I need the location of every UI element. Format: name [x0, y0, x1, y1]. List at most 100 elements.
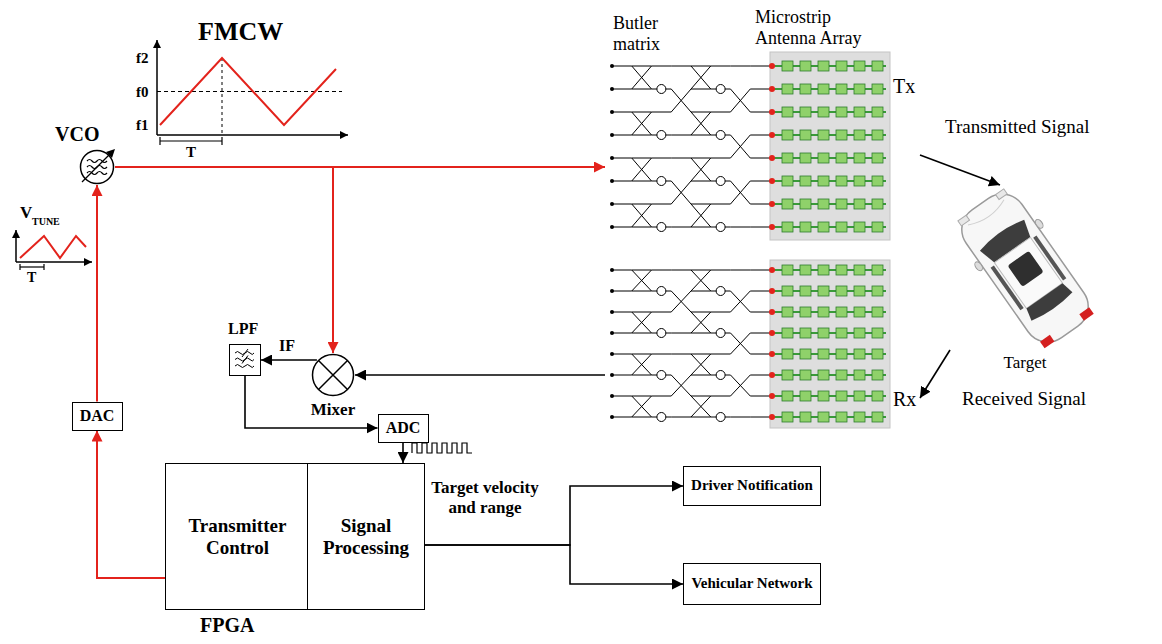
matrix-line	[671, 227, 691, 228]
patch-element	[818, 412, 829, 422]
matrix-line	[632, 89, 652, 90]
patch-element	[836, 61, 847, 71]
hybrid-coupler	[632, 204, 652, 227]
matrix-line	[632, 66, 652, 67]
matrix-line	[691, 158, 711, 159]
matrix-line	[671, 181, 691, 204]
edge-label: Received Signal	[962, 388, 1086, 410]
matrix-line	[612, 89, 632, 90]
patch-element	[854, 391, 865, 401]
patch-element	[854, 370, 865, 380]
matrix-line	[612, 270, 632, 271]
matrix-line	[691, 396, 711, 397]
matrix-line	[691, 312, 711, 313]
patch-element	[818, 349, 829, 359]
matrix-line	[671, 89, 691, 112]
matrix-line	[691, 89, 711, 90]
patch-element	[872, 176, 883, 186]
edge-label: Target velocity and range	[428, 478, 542, 517]
patch-element	[782, 153, 793, 163]
patch-element	[782, 61, 793, 71]
array-substrate	[770, 260, 890, 428]
matrix-line	[691, 135, 711, 136]
patch-element	[872, 370, 883, 380]
vco-outline	[79, 149, 115, 185]
feed-point	[769, 224, 775, 230]
matrix-line	[691, 354, 711, 355]
axis-label: T	[186, 144, 196, 161]
matrix-line	[612, 66, 632, 67]
matrix-line	[691, 417, 711, 418]
matrix-line	[750, 270, 770, 271]
patch-element	[800, 328, 811, 338]
matrix-line	[731, 66, 751, 67]
hybrid-coupler	[691, 204, 711, 227]
axis-label: f2	[136, 50, 149, 67]
patch-element	[854, 130, 865, 140]
patch-element	[782, 286, 793, 296]
phase-shifter	[657, 413, 666, 422]
chirp-waveform	[160, 58, 336, 125]
matrix-line	[612, 375, 632, 376]
patch-element	[782, 391, 793, 401]
phase-shifter	[716, 329, 725, 338]
matrix-line	[652, 204, 672, 205]
patch-element	[782, 328, 793, 338]
patch-element	[782, 412, 793, 422]
matrix-line	[671, 270, 691, 271]
matrix-line	[711, 204, 731, 205]
matrix-line	[750, 89, 770, 90]
patch-element	[872, 130, 883, 140]
hybrid-coupler	[691, 354, 711, 375]
matrix-port	[610, 352, 614, 356]
feed-point	[769, 63, 775, 69]
patch-element	[872, 265, 883, 275]
matrix-port	[610, 394, 614, 398]
phase-shifter	[716, 287, 725, 296]
process-box: Transmitter Control	[165, 463, 310, 610]
patch-element	[782, 84, 793, 94]
converter-box: DAC	[72, 402, 123, 431]
matrix-line	[671, 375, 691, 396]
patch-element	[872, 61, 883, 71]
patch-element	[854, 307, 865, 317]
patch-element	[818, 107, 829, 117]
matrix-line	[750, 333, 770, 334]
patch-element	[782, 222, 793, 232]
dimension-tick	[221, 137, 222, 145]
axis-line	[156, 40, 158, 135]
phase-shifter	[716, 371, 725, 380]
matrix-line	[652, 112, 672, 113]
matrix-line	[632, 135, 652, 136]
matrix-line	[652, 66, 672, 67]
tail-light	[1040, 335, 1054, 348]
matrix-line	[652, 354, 672, 355]
patch-element	[854, 349, 865, 359]
hybrid-coupler	[691, 158, 711, 181]
phase-shifter	[657, 177, 666, 186]
matrix-line	[612, 158, 632, 159]
patch-element	[872, 84, 883, 94]
matrix-line	[691, 112, 711, 113]
hybrid-coupler	[691, 270, 711, 291]
patch-element	[836, 222, 847, 232]
patch-element	[818, 307, 829, 317]
wave-glyph	[235, 365, 254, 368]
matrix-line	[750, 417, 770, 418]
patch-element	[782, 130, 793, 140]
matrix-line	[632, 204, 652, 205]
matrix-line	[612, 227, 632, 228]
node-label: Driver Notification	[691, 477, 813, 494]
dimension-tick	[159, 137, 160, 145]
node-label: Transmitter Control	[175, 515, 300, 559]
node-label: Butler matrix	[613, 13, 683, 54]
tail-light	[1079, 307, 1093, 320]
phase-shifter	[657, 371, 666, 380]
phase-shifter	[716, 223, 725, 232]
matrix-port	[610, 289, 614, 293]
matrix-line	[632, 333, 652, 334]
hybrid-coupler	[632, 270, 652, 291]
matrix-line	[750, 227, 770, 228]
signal-arrow	[920, 350, 950, 398]
matrix-line	[652, 270, 672, 271]
